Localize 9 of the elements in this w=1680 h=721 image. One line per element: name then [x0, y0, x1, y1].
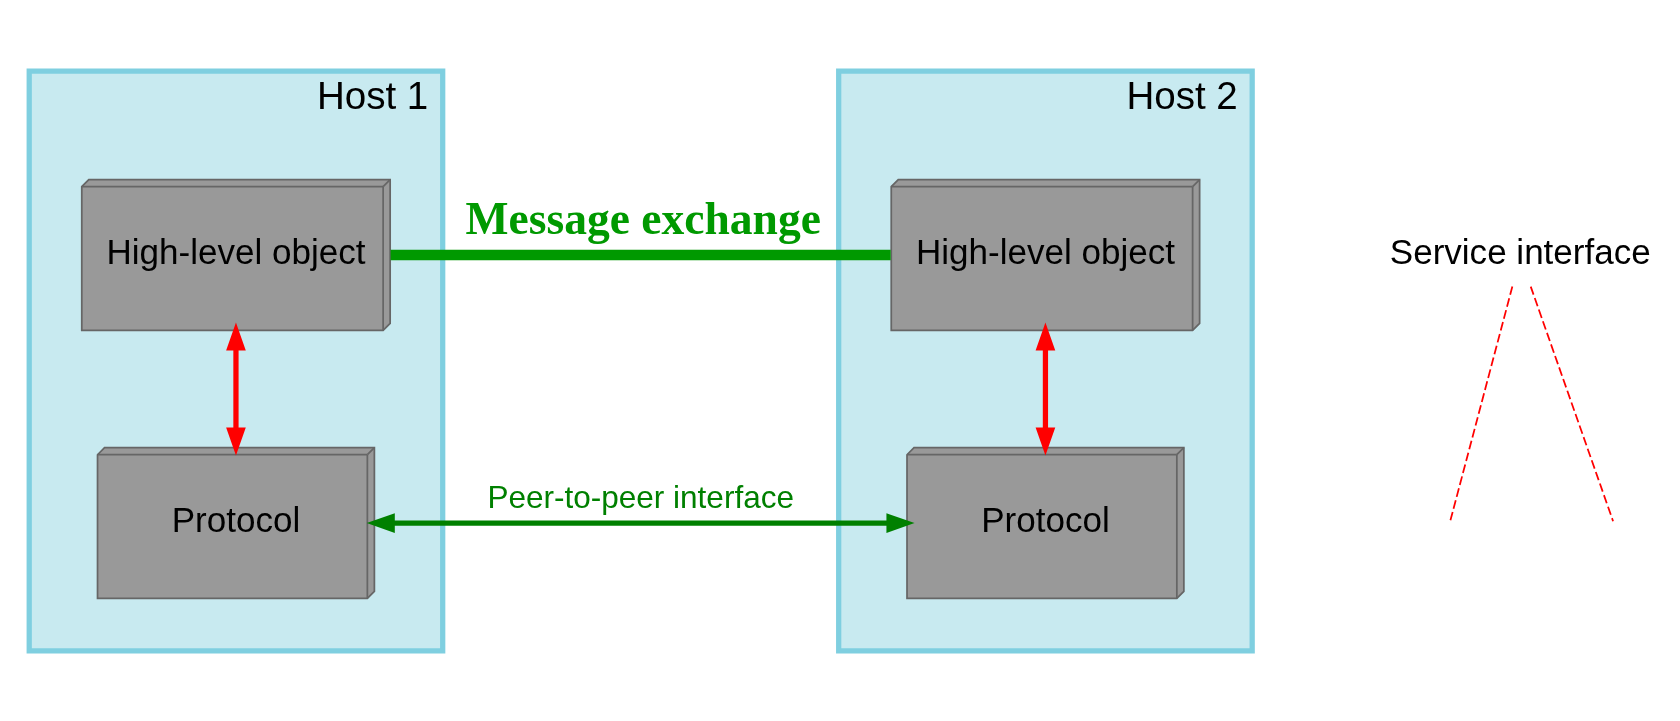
connector	[1449, 285, 1514, 522]
edge-label: Peer-to-peer interface	[487, 478, 794, 515]
node-text: Service interface	[1389, 231, 1651, 271]
arrow	[226, 321, 246, 455]
edge-label: Message exchange	[465, 192, 821, 244]
connector	[1529, 285, 1614, 522]
arrow	[1035, 322, 1056, 455]
connector	[390, 249, 891, 260]
arrow	[366, 512, 915, 533]
